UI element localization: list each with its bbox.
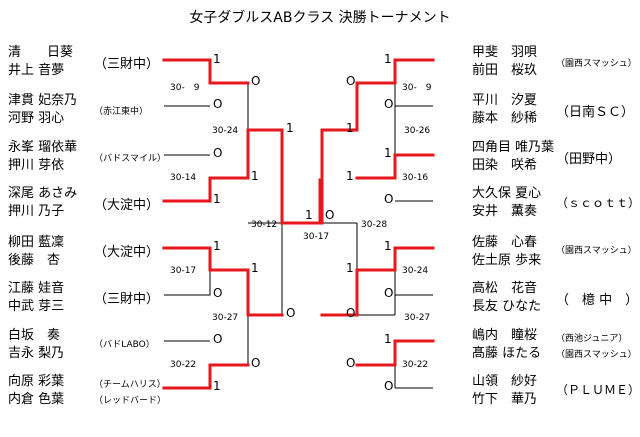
left-r1-result-7: O [213,332,223,346]
right-r1-score-1: 30- 9 [402,83,432,93]
right-team-4-player-1: 大久保 夏心 [472,186,542,201]
left-r1-result-4: 1 [213,192,221,206]
left-r1-result-1: 1 [213,52,221,66]
left-team-7-club: （バドLABO） [94,340,155,350]
left-r1-score-3: 30-17 [170,266,197,276]
right-team-1-player-2: 前田 桜玖 [472,63,538,78]
left-team-4-player-2: 押川 乃子 [8,204,65,219]
left-team-3-club: （バドスマイル） [94,154,167,164]
left-r3-result-2: O [286,306,296,320]
right-team-6-club: （ 檍 中 ） [556,293,639,308]
right-team-4-club: （ｓｃｏｔｔ） [556,196,640,210]
left-r1-score-4: 30-22 [170,360,197,370]
right-team-3-player-2: 田染 咲希 [472,158,538,173]
left-team-6-player-2: 中武 芽三 [8,299,65,314]
right-r1-result-5: 1 [384,239,392,253]
left-team-2-player-2: 河野 羽心 [8,111,65,126]
right-r3-result-1: 1 [346,121,354,135]
left-team-3-player-2: 押川 芽依 [8,158,65,173]
left-semi-score: 30-12 [251,220,278,230]
right-r1-result-6: O [384,286,394,300]
right-team-7-club: （西池ジュニア） [556,334,628,344]
final-result-left: 1 [305,208,313,222]
right-team-8-club: （ＰＬＵＭＥ） [556,383,640,397]
left-r1-score-2: 30-14 [170,173,197,183]
right-r2-result-4: O [346,356,356,370]
left-team-1-player-1: 清 日葵 [8,45,74,60]
right-team-3-club: （田野中） [556,152,622,167]
left-r2-result-2: 1 [251,169,259,183]
right-r1-result-8: O [384,379,394,393]
right-team-8-player-2: 竹下 華乃 [472,392,538,407]
right-team-7-club-2: （園西スマッシュ） [556,350,637,360]
left-r2-score-2: 30-27 [212,313,239,323]
right-team-3-player-1: 四角目 唯乃葉 [472,140,555,155]
right-team-5-player-1: 佐藤 心春 [472,235,538,250]
right-r2-result-2: 1 [346,169,354,183]
right-team-7-player-2: 髙藤 ほたる [472,346,542,361]
left-team-1-player-2: 井上 音夢 [8,63,65,78]
left-team-5-club: （大淀中） [94,245,160,260]
final-score: 30-17 [303,232,330,242]
right-r1-score-3: 30-24 [402,266,429,276]
right-team-1-club: （園西スマッシュ） [556,59,637,69]
left-r3-result-1: 1 [286,121,294,135]
left-team-2-player-1: 津貫 妃奈乃 [8,93,78,108]
left-team-8-club: （チームハリス） [94,380,166,390]
right-team-8-player-1: 山領 紗好 [472,374,538,389]
left-team-6-club: （三財中） [94,292,160,307]
right-r1-result-7: 1 [384,332,392,346]
page-title: 女子ダブルスABクラス 決勝トーナメント [189,10,451,26]
right-semi-score: 30-28 [361,220,388,230]
right-team-2-club: （日南ＳＣ） [556,105,635,120]
left-r2-result-4: O [251,356,261,370]
left-team-6-player-1: 江藤 娃音 [8,281,65,296]
left-team-7-player-1: 白坂 奏 [8,328,61,343]
right-team-2-player-2: 藤本 紗稀 [472,111,538,126]
right-r1-score-4: 30-22 [402,360,429,370]
right-team-4-player-2: 安井 薫奏 [472,204,538,219]
right-r1-result-3: 1 [384,146,392,160]
left-team-7-player-2: 吉永 梨乃 [8,346,65,361]
right-r3-result-2: O [346,306,356,320]
left-team-4-club: （大淀中） [94,198,160,213]
left-team-3-player-1: 永峯 瑠依華 [8,140,78,155]
right-r1-score-2: 30-16 [402,173,429,183]
left-team-8-player-2: 内倉 色葉 [8,392,65,407]
left-r2-score-1: 30-24 [212,126,239,136]
right-team-6-player-2: 長友 ひなた [472,299,542,314]
right-r2-score-1: 30-26 [404,126,431,136]
right-r2-result-1: O [346,74,356,88]
right-r2-score-2: 30-27 [404,313,431,323]
left-team-5-player-2: 後藤 杏 [8,253,61,268]
right-team-1-player-1: 甲斐 羽唄 [472,45,538,60]
left-team-8-club-2: （レッドバード） [94,396,167,406]
right-r1-result-2: O [384,97,394,111]
left-r1-result-5: 1 [213,239,221,253]
left-r1-result-8: 1 [213,379,221,393]
left-team-8-player-1: 向原 彩葉 [8,374,65,389]
left-r1-result-3: O [213,146,223,160]
right-team-5-club: （園西スマッシュ） [556,246,637,256]
left-r1-score-1: 30- 9 [170,83,200,93]
right-team-5-player-2: 佐土原 歩来 [472,253,542,268]
right-team-2-player-1: 平川 汐夏 [472,93,538,108]
left-r1-result-6: O [213,286,223,300]
right-r1-result-1: 1 [384,52,392,66]
left-r2-result-3: 1 [251,261,259,275]
left-team-4-player-1: 深尾 あさみ [8,186,78,201]
right-team-6-player-1: 高松 花音 [472,281,538,296]
left-team-2-club: （赤江東中） [94,107,149,117]
right-team-7-player-1: 嶋内 瞳桜 [472,328,538,343]
left-r1-result-2: O [213,97,223,111]
left-team-5-player-1: 柳田 藍凜 [8,235,65,250]
left-r2-result-1: O [251,74,261,88]
right-r2-result-3: 1 [346,261,354,275]
right-r1-result-4: O [384,192,394,206]
final-result-right: O [325,208,335,222]
left-team-1-club: （三財中） [94,57,160,72]
